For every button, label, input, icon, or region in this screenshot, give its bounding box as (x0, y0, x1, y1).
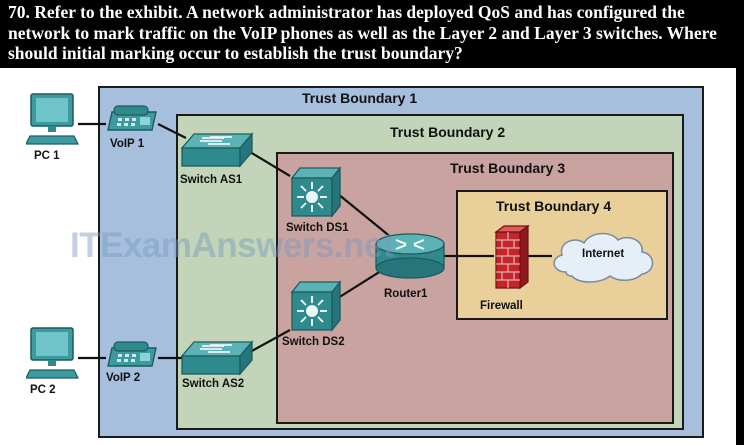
switch-as2-label: Switch AS2 (182, 378, 245, 390)
link-as2-ds2 (249, 329, 291, 353)
internet-cloud-icon (553, 232, 654, 283)
voip2-label: VoIP 2 (106, 372, 141, 384)
link-ds1-router1 (337, 193, 393, 239)
internet-label: Internet (582, 248, 625, 260)
firewall-icon (494, 224, 530, 290)
pc2-label: PC 2 (30, 384, 56, 396)
exhibit-diagram: Trust Boundary 1 Trust Boundary 2 Trust … (0, 68, 736, 445)
link-voip1-as1 (157, 123, 187, 139)
switch-as2-icon (180, 340, 254, 376)
switch-as1-icon (180, 132, 254, 168)
question-text: 70. Refer to the exhibit. A network admi… (8, 2, 717, 63)
switch-ds1-label: Switch DS1 (286, 222, 349, 234)
switch-ds1-icon (290, 166, 342, 218)
trust-boundary-3-label: Trust Boundary 3 (450, 160, 566, 176)
switch-ds2-icon (290, 280, 342, 332)
voip2-phone-icon (107, 341, 157, 367)
voip1-phone-icon (107, 105, 157, 131)
pc1-icon (26, 93, 79, 145)
trust-boundary-1-label: Trust Boundary 1 (302, 90, 418, 106)
link-as1-ds1 (249, 151, 291, 177)
pc1-label: PC 1 (34, 150, 60, 162)
trust-boundary-2-label: Trust Boundary 2 (390, 124, 506, 140)
switch-ds2-label: Switch DS2 (282, 336, 345, 348)
router1-icon (375, 233, 445, 279)
pc2-icon (26, 327, 79, 379)
firewall-label: Firewall (480, 300, 523, 312)
router1-label: Router1 (384, 288, 428, 300)
switch-as1-label: Switch AS1 (180, 174, 243, 186)
trust-boundary-4-label: Trust Boundary 4 (496, 198, 612, 214)
voip1-label: VoIP 1 (110, 138, 145, 150)
